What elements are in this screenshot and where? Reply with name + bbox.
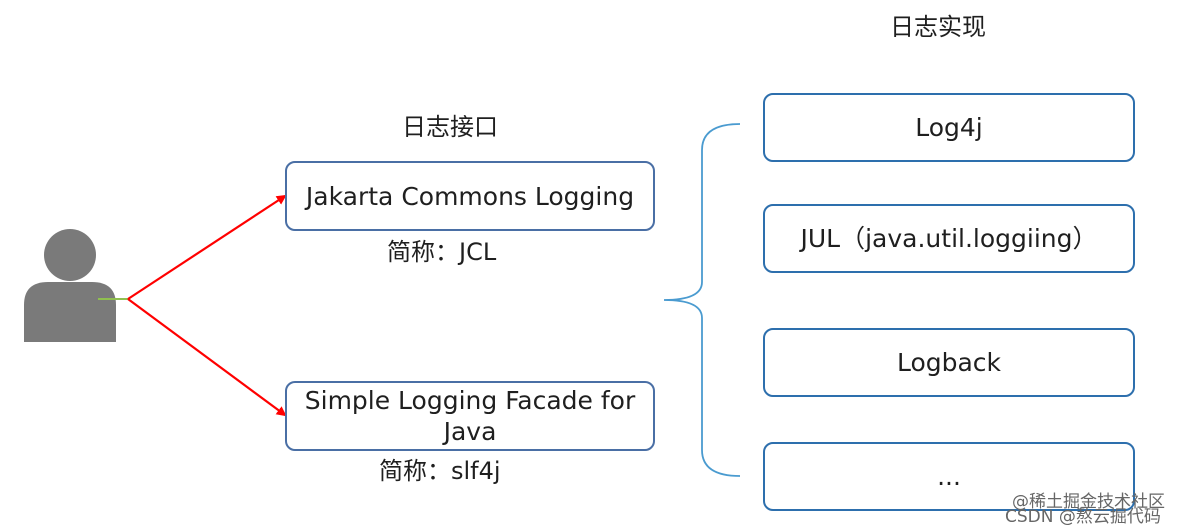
implementation-name-logback: Logback [896,348,1002,377]
watermark-line-2: CSDN @熬云掘代码 [1005,507,1161,527]
interface-abbr-jcl: 简称：JCL [387,238,497,266]
implementation-name-log4j: Log4j [915,113,983,142]
implementation-box-more: ... [763,442,1135,511]
implementation-box-jul: JUL（java.util.loggiing） [763,204,1135,273]
implementation-box-log4j: Log4j [763,93,1135,162]
implementation-name-more: ... [937,462,961,491]
implementation-box-logback: Logback [763,328,1135,397]
interface-name-jcl: Jakarta Commons Logging [305,181,635,211]
watermark-line-1: @稀土掘金技术社区 [1012,492,1165,512]
interface-abbr-slf4j: 简称：slf4j [379,457,501,485]
interface-box-slf4j: Simple Logging Facade for Java [285,381,655,451]
arrow-to-slf4j [127,298,287,417]
implementations-heading: 日志实现 [890,13,986,41]
arrow-to-jcl [127,194,287,300]
implementation-name-jul: JUL（java.util.loggiing） [800,224,1098,253]
interfaces-heading: 日志接口 [402,113,498,141]
user-icon [24,229,116,342]
interface-box-jcl: Jakarta Commons Logging [285,161,655,231]
implementations-brace [663,123,741,477]
interface-name-slf4j: Simple Logging Facade for Java [304,386,636,446]
